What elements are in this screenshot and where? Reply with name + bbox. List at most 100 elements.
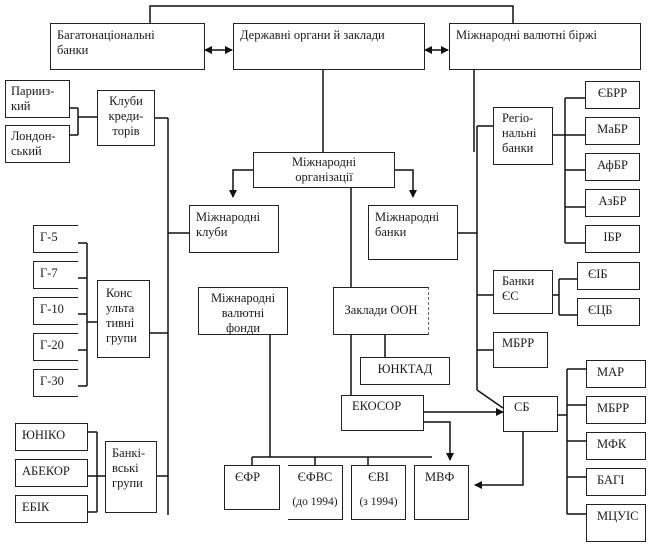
consultative-groups-box: Конс ульта тивні групи [97, 280, 150, 358]
state-bodies-label: Державні органи й заклади [240, 28, 385, 42]
intl-orgs-line2: організації [295, 170, 353, 184]
ecb-label: ЄЦБ [588, 303, 613, 317]
eib-label: ЄІБ [588, 267, 608, 281]
unctad-label: ЮНКТАД [377, 362, 433, 376]
world-bank-label: СБ [514, 400, 530, 414]
imf-box: МВФ [414, 465, 469, 520]
creditor-clubs-line3: торів [112, 124, 140, 138]
world-bank-box: СБ [503, 396, 558, 432]
iadb-label: МаБР [597, 122, 628, 136]
icsid-box: МЦУІС [586, 504, 646, 542]
eu-banks-box: Банки ЄС [493, 270, 553, 314]
icsid-label: МЦУІС [597, 509, 639, 523]
currency-funds-line2: валютні [221, 306, 265, 320]
regional-banks-box: Регіо- нальні банки [493, 107, 553, 165]
efr-label: ЄФР [235, 470, 261, 484]
unctad-box: ЮНКТАД [360, 357, 450, 385]
intl-orgs-line1: Міжнародні [291, 155, 357, 169]
evi-note: (з 1994) [359, 496, 398, 508]
intl-clubs-line1: Міжнародні [196, 210, 261, 224]
iadb-box: МаБР [585, 117, 640, 145]
g30-label: Г-30 [40, 374, 64, 388]
international-organizations-box: Міжнародні організації [253, 152, 395, 188]
london-club-line1: Лондон- [11, 129, 56, 143]
regional-banks-line1: Регіо- [502, 111, 534, 125]
ida-box: МАР [586, 360, 646, 388]
paris-club-line2: кий [11, 99, 31, 113]
isdb-box: ІБР [585, 225, 640, 253]
intl-banks-line2: банки [375, 225, 407, 239]
ebrd-box: ЄБРР [585, 81, 640, 109]
evi-label: ЄВІ [368, 470, 389, 484]
london-club-line2: ський [11, 144, 42, 158]
regional-banks-line3: банки [502, 141, 534, 155]
efvs-label: ЄФВС [297, 470, 333, 484]
banking-groups-line1: Банкі- [112, 446, 146, 460]
top-link [149, 5, 514, 23]
international-clubs-box: Міжнародні клуби [189, 205, 279, 253]
london-club-box: Лондон- ський [5, 125, 70, 163]
asdb-box: АзБР [585, 189, 640, 217]
g20-box: Г-20 [33, 333, 78, 361]
ebrd-label: ЄБРР [597, 86, 628, 100]
intl-banks-line1: Міжнародні [375, 210, 440, 224]
ecosoc-box: ЕКОСОР [341, 395, 424, 431]
creditor-clubs-box: Клуби креди- торів [97, 90, 155, 146]
international-banks-box: Міжнародні банки [368, 205, 458, 260]
eu-banks-line2: ЄС [502, 289, 519, 303]
un-institutions-box: Заклади ООН [333, 287, 429, 335]
isdb-label: ІБР [603, 230, 622, 244]
abecor-label: АБЕКОР [22, 464, 70, 478]
banking-groups-line2: вські [112, 461, 139, 475]
currency-exchanges-box: Міжнародні валютні біржі [449, 23, 641, 70]
miga-label: БАГІ [597, 473, 625, 487]
un-institutions-label: Заклади ООН [344, 303, 418, 317]
creditor-clubs-line1: Клуби [109, 94, 143, 108]
g5-label: Г-5 [40, 230, 58, 244]
regional-banks-line2: нальні [502, 126, 537, 140]
g5-box: Г-5 [33, 225, 78, 253]
eib-box: ЄІБ [577, 262, 640, 290]
paris-club-line1: Парииз- [11, 84, 55, 98]
unico-label: ЮНІКО [22, 428, 66, 442]
consultative-line3: тивні [106, 316, 135, 330]
imf-label: МВФ [425, 470, 455, 484]
g10-box: Г-10 [33, 297, 78, 325]
evi-box: ЄВІ (з 1994) [351, 465, 406, 520]
g7-label: Г-7 [40, 266, 58, 280]
creditor-clubs-line2: креди- [108, 109, 144, 123]
asdb-label: АзБР [598, 194, 627, 208]
g20-label: Г-20 [40, 338, 64, 352]
currency-exchanges-label: Міжнародні валютні біржі [456, 28, 597, 42]
consultative-line4: групи [106, 331, 137, 345]
afdb-label: АфБР [597, 158, 628, 172]
unico-box: ЮНІКО [15, 423, 88, 451]
g7-box: Г-7 [33, 261, 78, 289]
multinational-banks-line2: банки [57, 43, 89, 57]
efvs-box: ЄФВС (до 1994) [288, 465, 343, 520]
consultative-line1: Конс [106, 286, 133, 300]
intl-clubs-line2: клуби [196, 225, 228, 239]
eu-banks-line1: Банки [502, 274, 535, 288]
abecor-box: АБЕКОР [15, 459, 88, 487]
ibrd-box: МБРР [493, 332, 548, 368]
ecb-box: ЄЦБ [577, 298, 640, 326]
consultative-line2: ульта [106, 301, 135, 315]
multinational-banks-line1: Багатонаціональні [57, 28, 155, 42]
currency-funds-line1: Міжнародні [210, 291, 276, 305]
paris-club-box: Парииз- кий [5, 80, 70, 118]
banking-groups-box: Банкі- вські групи [105, 441, 157, 513]
ifc-label: МФК [597, 437, 627, 451]
ebic-label: ЕБІК [22, 500, 50, 514]
banking-groups-line3: групи [112, 476, 143, 490]
efr-box: ЄФР [224, 465, 280, 510]
ibrd-sub-box: МБРР [586, 396, 646, 424]
g10-label: Г-10 [40, 302, 64, 316]
ida-label: МАР [597, 365, 625, 379]
miga-box: БАГІ [586, 468, 646, 496]
ifc-box: МФК [586, 432, 646, 460]
efvs-note: (до 1994) [292, 496, 338, 508]
state-bodies-box: Державні органи й заклади [233, 23, 425, 70]
currency-funds-line3: фонди [225, 321, 261, 335]
